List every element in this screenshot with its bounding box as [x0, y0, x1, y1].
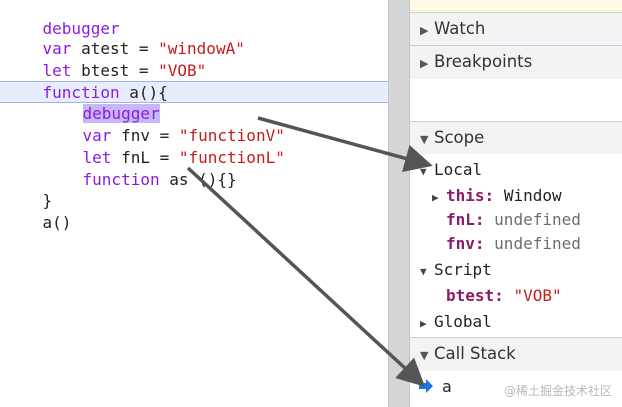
scope-label: Scope	[434, 128, 485, 147]
code-text: atest =	[71, 39, 159, 58]
panel-splitter[interactable]	[388, 0, 410, 407]
code-line-1: var atest = "windowA"	[4, 16, 245, 58]
scope-script-node[interactable]: ▼ Script	[420, 258, 492, 282]
property-value: undefined	[494, 210, 581, 229]
code-text: btest =	[71, 61, 159, 80]
callstack-pane-header[interactable]: ▼ Call Stack	[410, 337, 622, 371]
string-literal: "windowA"	[158, 39, 245, 58]
code-text: a()	[42, 213, 72, 232]
scope-global-node[interactable]: ▶ Global	[420, 310, 492, 334]
paused-banner-strip	[410, 0, 622, 11]
selected-debugger-statement[interactable]: debugger	[82, 104, 160, 123]
code-line-4: debugger	[4, 81, 160, 123]
code-line-8: }	[4, 168, 53, 210]
triangle-right-icon: ▶	[420, 24, 429, 37]
watch-label: Watch	[434, 19, 486, 38]
code-editor[interactable]: debugger var atest = "windowA" let btest…	[0, 0, 388, 407]
code-text: a(){	[119, 83, 168, 102]
watch-pane-header[interactable]: ▶ Watch	[410, 12, 622, 46]
triangle-down-icon: ▼	[420, 349, 429, 362]
global-label: Global	[434, 312, 492, 331]
code-line-5: var fnv = "functionV"	[4, 103, 285, 145]
property-value: undefined	[494, 234, 581, 253]
string-literal: "VOB"	[158, 61, 207, 80]
triangle-right-icon: ▶	[420, 57, 429, 70]
triangle-down-icon: ▼	[420, 265, 427, 278]
code-line-9: a()	[4, 190, 72, 232]
triangle-right-icon: ▶	[432, 191, 439, 204]
breakpoints-pane-body	[410, 79, 622, 121]
script-label: Script	[434, 260, 492, 279]
triangle-right-icon: ▶	[420, 317, 427, 330]
triangle-down-icon: ▼	[420, 133, 429, 146]
keyword: debugger	[42, 19, 120, 38]
btest-property-row: btest: "VOB"	[446, 284, 562, 308]
property-key: fnv:	[446, 234, 485, 253]
code-line-7: function as (){}	[4, 147, 237, 189]
paused-line-highlight	[0, 81, 388, 103]
code-line-0: debugger	[4, 0, 120, 38]
current-frame-arrow-icon	[419, 379, 433, 393]
keyword: var	[42, 39, 72, 58]
property-key: this:	[446, 186, 495, 205]
callstack-label: Call Stack	[434, 344, 516, 363]
property-key: fnL:	[446, 210, 485, 229]
fnv-property-row: fnv: undefined	[446, 232, 581, 256]
code-text: }	[42, 191, 53, 210]
fnL-property-row: fnL: undefined	[446, 208, 581, 232]
callstack-frame-name: a	[442, 377, 452, 396]
this-property-row[interactable]: ▶ this: Window	[432, 184, 562, 208]
debugger-sidebar: ▶ Watch ▶ Breakpoints ▼ Scope ▼ Local ▶ this:…	[410, 0, 622, 407]
triangle-down-icon: ▼	[420, 165, 427, 178]
watermark-text: @稀土掘金技术社区	[503, 384, 612, 398]
code-line-2: let btest = "VOB"	[4, 38, 207, 80]
keyword: let	[42, 61, 72, 80]
keyword: var	[82, 126, 112, 145]
breakpoints-pane-header[interactable]: ▶ Breakpoints	[410, 45, 622, 79]
code-line-6: let fnL = "functionL"	[4, 125, 285, 167]
callstack-frame-row[interactable]: a @稀土掘金技术社区	[410, 374, 622, 400]
code-text: fnv =	[111, 126, 179, 145]
keyword: let	[82, 148, 112, 167]
breakpoints-label: Breakpoints	[434, 52, 533, 71]
scope-local-node[interactable]: ▼ Local	[420, 158, 482, 182]
local-label: Local	[434, 160, 483, 179]
property-value: "VOB"	[513, 286, 562, 305]
property-value: Window	[503, 186, 562, 205]
keyword: function	[82, 170, 160, 189]
code-text: as (){}	[159, 170, 237, 189]
property-key: btest:	[446, 286, 504, 305]
code-text: fnL =	[111, 148, 179, 167]
code-line-3: function a(){	[4, 60, 168, 102]
scope-pane-header[interactable]: ▼ Scope	[410, 121, 622, 154]
keyword: function	[42, 83, 120, 102]
